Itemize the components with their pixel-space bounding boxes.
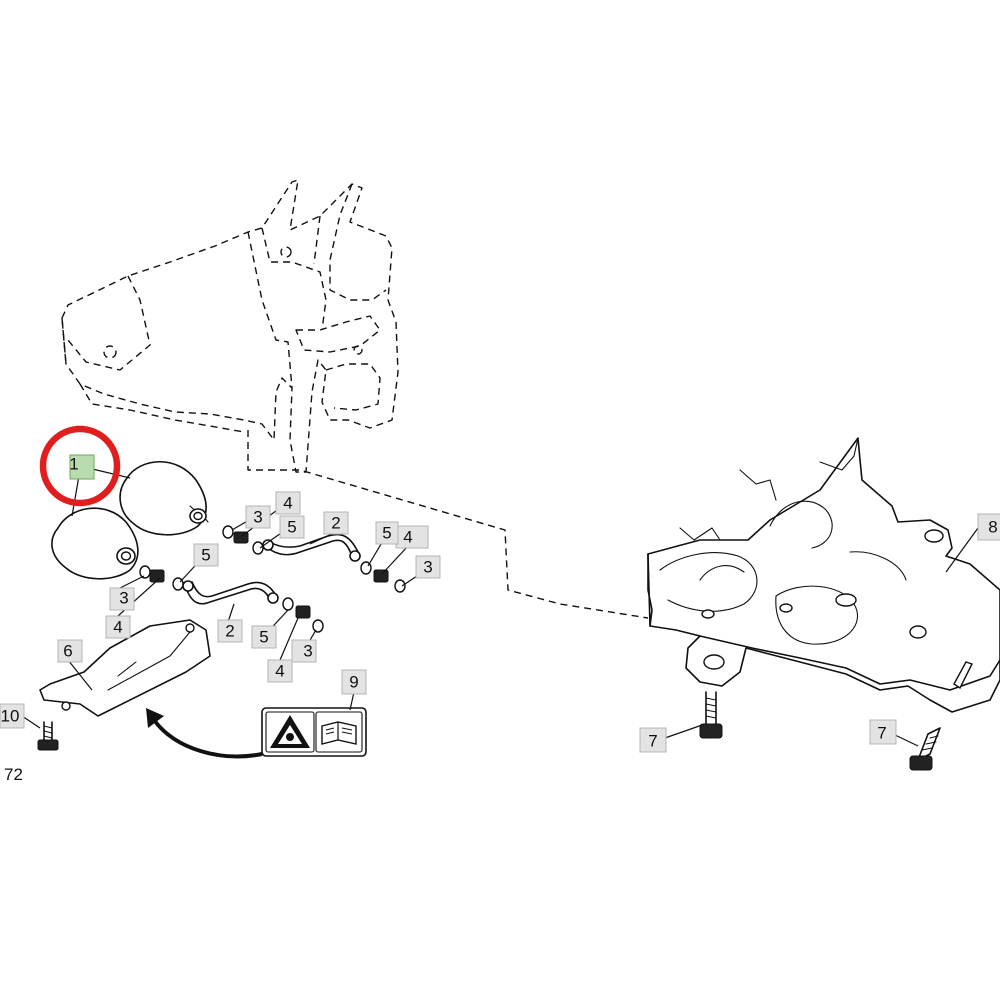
callout-4-d: 4 [395, 525, 429, 549]
svg-text:5: 5 [259, 628, 268, 647]
fitting-set-lower-left [139, 565, 184, 591]
callout-5-c: 5 [251, 625, 277, 649]
callout-2-lower: 2 [217, 619, 243, 643]
svg-text:3: 3 [423, 558, 432, 577]
svg-text:4: 4 [113, 618, 122, 637]
callout-8: 8 [977, 513, 1000, 541]
svg-text:2: 2 [331, 514, 340, 533]
svg-text:7: 7 [877, 724, 886, 743]
svg-text:2: 2 [225, 622, 234, 641]
svg-text:8: 8 [988, 518, 997, 537]
callout-1: 1 [69, 454, 95, 480]
svg-text:4: 4 [403, 528, 412, 547]
safety-decal [261, 707, 367, 757]
frame-housing-outline [61, 179, 649, 619]
bolt-10 [37, 721, 59, 751]
figure-reference-number: 72 [4, 765, 23, 784]
svg-text:3: 3 [253, 508, 262, 527]
callout-7-right: 7 [869, 719, 897, 745]
svg-text:5: 5 [201, 546, 210, 565]
mounting-plate [647, 437, 1000, 713]
callout-3-a: 3 [245, 505, 271, 529]
svg-text:5: 5 [382, 524, 391, 543]
bolt-7-right [909, 727, 941, 771]
svg-text:4: 4 [283, 494, 292, 513]
callout-10: 10 [0, 703, 25, 729]
accumulator-lower [51, 507, 139, 580]
fitting-set-upper-right [360, 561, 406, 593]
callout-4-a: 4 [275, 491, 301, 515]
accumulator-upper [119, 460, 209, 536]
highlight-circle [39, 425, 121, 507]
callout-5-d: 5 [375, 521, 399, 545]
svg-text:10: 10 [1, 707, 20, 726]
callout-3-c: 3 [291, 639, 317, 663]
callout-9: 9 [341, 669, 367, 695]
fitting-set-upper-left [222, 525, 264, 555]
callout-3-d: 3 [415, 555, 441, 579]
svg-text:3: 3 [119, 589, 128, 608]
placement-arrow [146, 708, 263, 759]
callout-5-a: 5 [279, 515, 305, 539]
svg-text:4: 4 [275, 662, 284, 681]
svg-text:9: 9 [349, 673, 358, 692]
svg-text:1: 1 [69, 455, 78, 474]
callout-6: 6 [57, 639, 83, 663]
hydraulic-line-upper [262, 533, 361, 562]
callout-7-left: 7 [639, 727, 667, 753]
callout-2-upper: 2 [323, 511, 349, 535]
callout-3-b: 3 [109, 587, 135, 611]
callout-4-c: 4 [267, 659, 293, 683]
svg-text:5: 5 [287, 518, 296, 537]
callout-4-b: 4 [105, 615, 131, 639]
bolt-7-left [699, 691, 723, 739]
hydraulic-line-lower [182, 580, 279, 605]
bracket-part [39, 619, 211, 717]
svg-text:7: 7 [648, 732, 657, 751]
callout-5-b: 5 [193, 543, 219, 567]
fitting-set-lower-right [282, 597, 324, 633]
warning-triangle-icon [270, 715, 310, 748]
svg-text:3: 3 [303, 642, 312, 661]
manual-book-icon [321, 721, 357, 745]
svg-text:6: 6 [63, 642, 72, 661]
